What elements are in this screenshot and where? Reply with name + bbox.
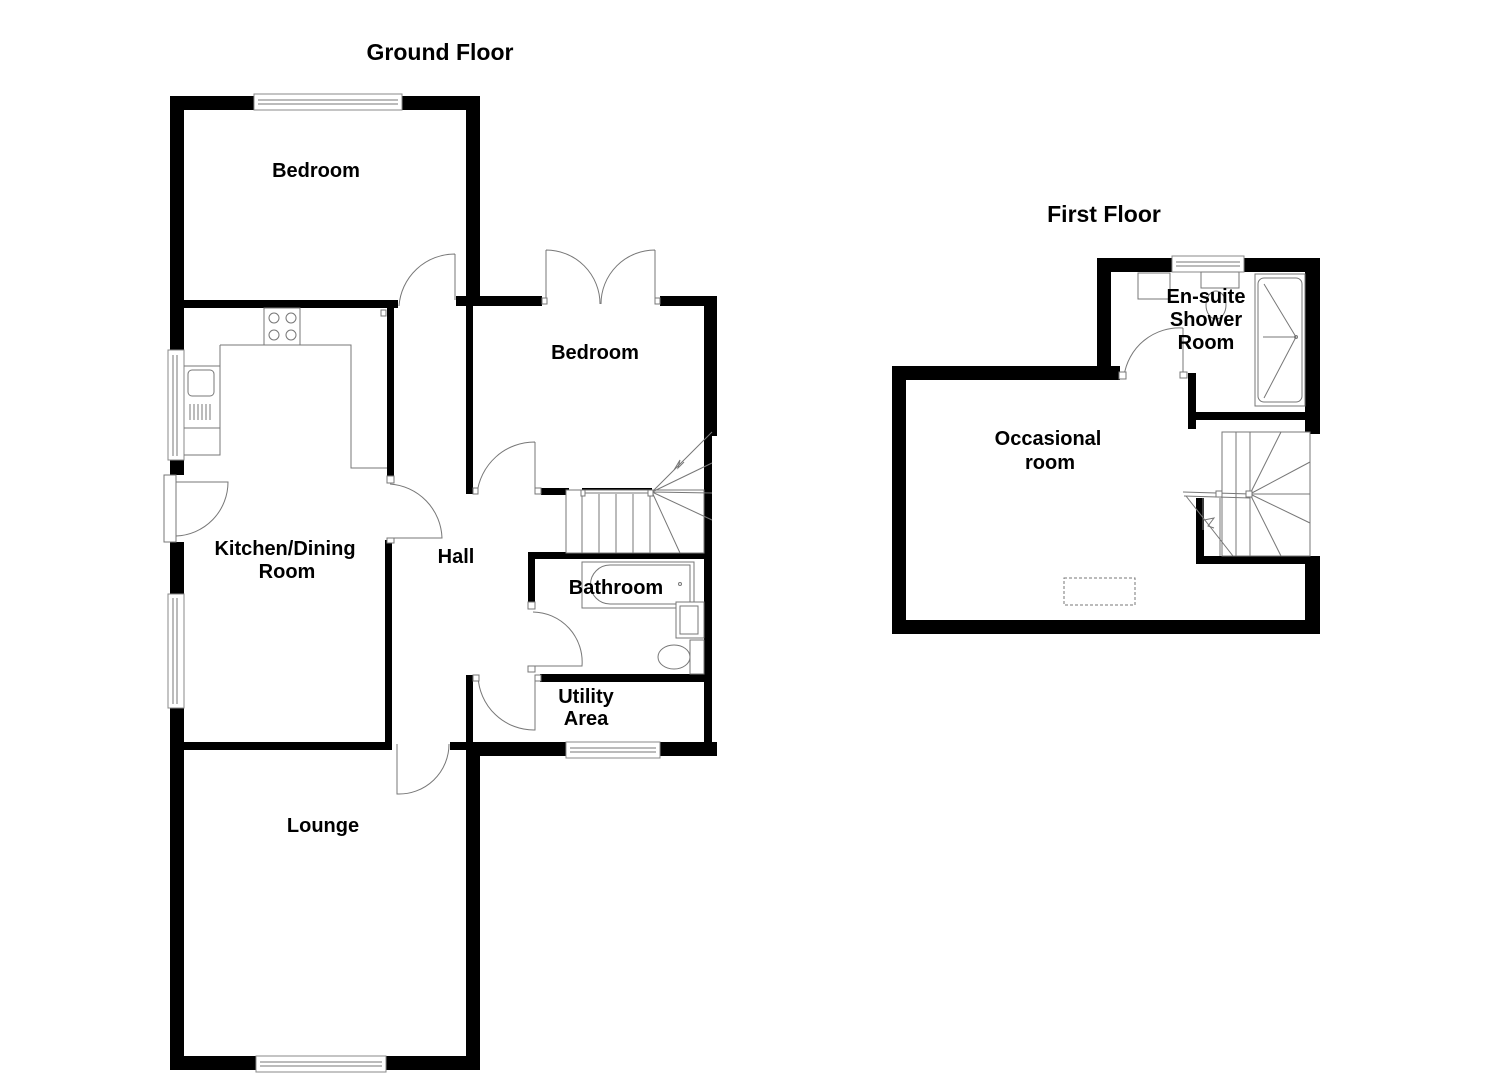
room-label-utility-line1: Utility xyxy=(558,686,614,708)
ground-stairs xyxy=(565,431,713,554)
room-label-lounge: Lounge xyxy=(287,815,359,837)
break-line-icon xyxy=(673,459,685,471)
first-floor-title: First Floor xyxy=(1047,201,1161,227)
room-label-bathroom: Bathroom xyxy=(569,577,663,599)
kitchen-fixtures xyxy=(184,307,387,469)
first-floor-windows xyxy=(1171,255,1245,273)
break-line-icon xyxy=(1203,517,1216,529)
room-label-occasional-line2: room xyxy=(1025,452,1075,474)
room-label-utility-line2: Area xyxy=(564,708,609,730)
ground-floor-labels: Bedroom Bedroom Kitchen/Dining Room Hall… xyxy=(214,160,663,837)
room-label-bedroom-2: Bedroom xyxy=(551,342,639,364)
room-label-kitchen-line2: Room xyxy=(259,561,316,583)
first-floor-doors xyxy=(1118,327,1188,380)
room-label-hall: Hall xyxy=(438,546,475,568)
room-label-ensuite-line1: En-suite xyxy=(1167,286,1246,308)
loft-hatch xyxy=(1063,577,1136,606)
ground-floor-windows xyxy=(167,93,661,1073)
room-label-bedroom-1: Bedroom xyxy=(272,160,360,182)
room-label-occasional-line1: Occasional xyxy=(995,428,1102,450)
room-label-ensuite-line3: Room xyxy=(1178,332,1235,354)
first-floor-walls xyxy=(892,258,1320,634)
ground-floor-doors xyxy=(163,249,661,795)
room-label-kitchen-line1: Kitchen/Dining xyxy=(214,538,355,560)
ground-floor-title: Ground Floor xyxy=(367,39,514,65)
first-stairs xyxy=(1182,431,1311,557)
bathroom-fixtures xyxy=(581,561,705,675)
room-label-ensuite-line2: Shower xyxy=(1170,309,1242,331)
drainer-icon xyxy=(184,404,220,429)
ensuite-fixtures xyxy=(1137,271,1306,407)
first-floor-labels: En-suite Shower Room Occasional room xyxy=(995,286,1246,474)
